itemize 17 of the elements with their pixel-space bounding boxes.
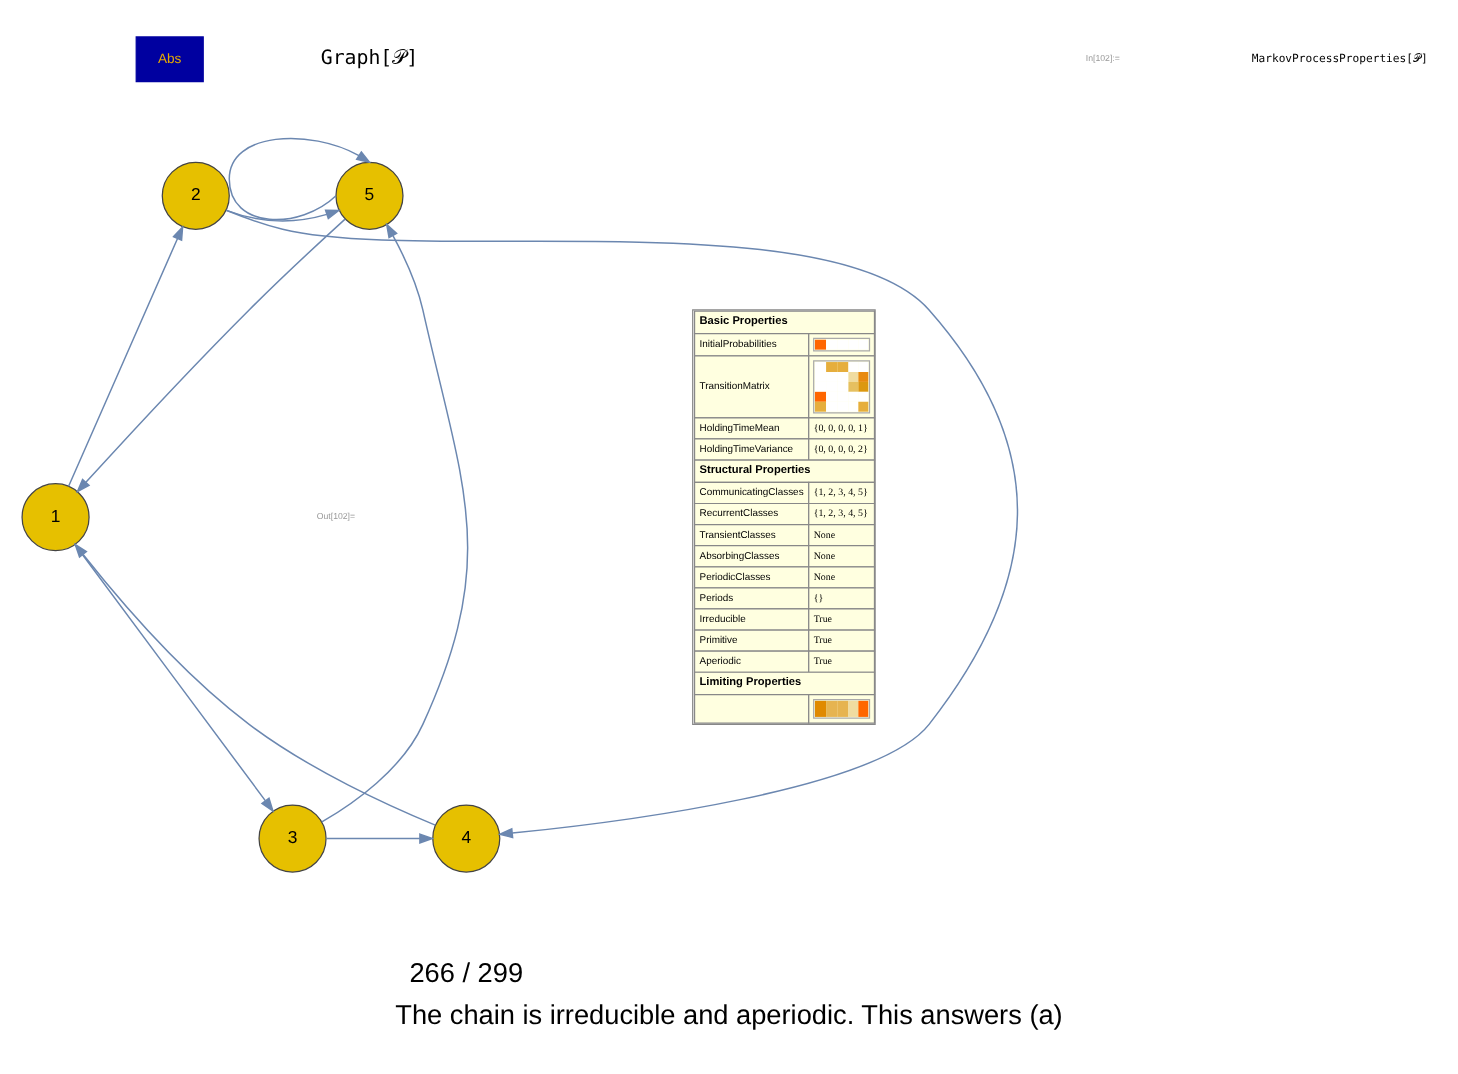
node-circle: 2: [161, 161, 230, 230]
node-circle: 1: [21, 483, 90, 552]
label: 266 / 299: [409, 957, 524, 988]
arrow: [73, 542, 436, 826]
arrow: [228, 137, 372, 221]
arrow: [225, 209, 341, 222]
arrow: [225, 209, 1019, 839]
arrow: [67, 224, 184, 487]
node-circle: 4: [432, 804, 501, 873]
arrow: [74, 543, 275, 813]
node-circle: 3: [258, 804, 327, 873]
node-circle: 5: [335, 161, 404, 230]
arrow: [325, 833, 435, 844]
arrow: [75, 218, 346, 494]
label: Graph[𝒫]: [320, 48, 419, 71]
arrow: [321, 222, 469, 823]
caption: The chain is irreducible and aperiodic. This answers (a): [395, 1000, 1063, 1031]
